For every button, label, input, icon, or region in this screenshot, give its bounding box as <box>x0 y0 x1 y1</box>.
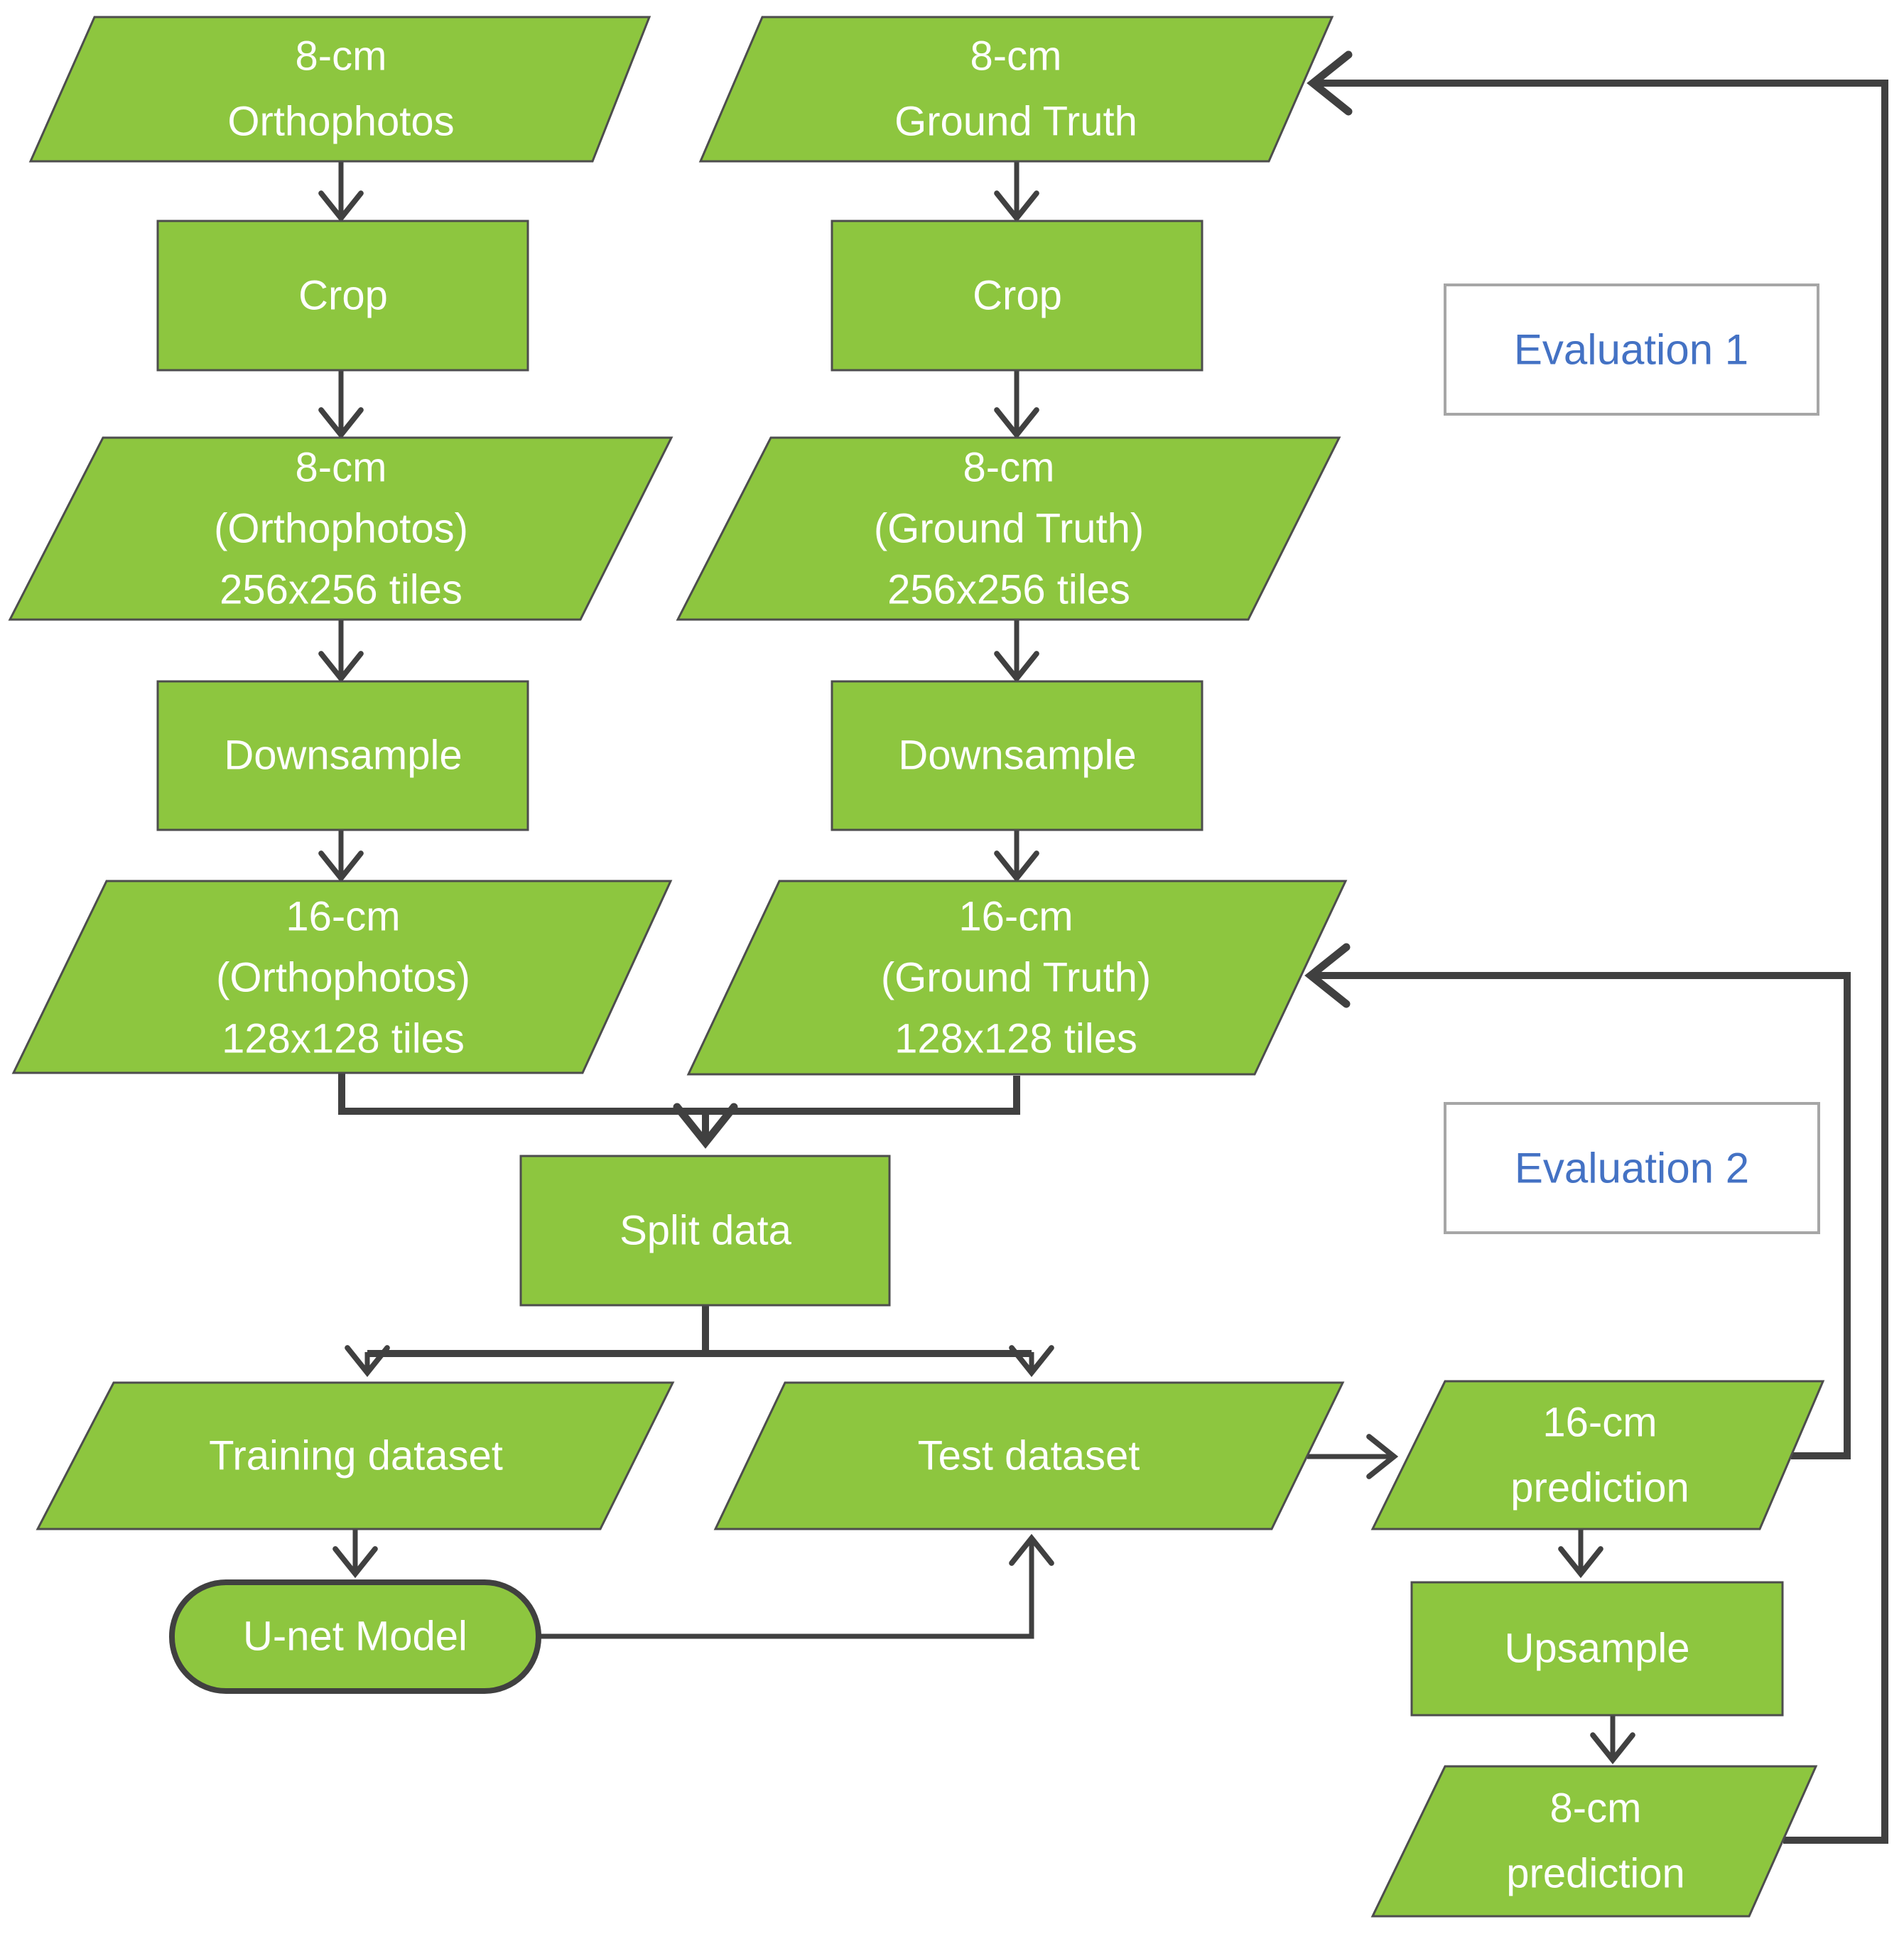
annotation-evaluation-1: Evaluation 1 <box>1444 283 1819 416</box>
node-label: Training dataset <box>209 1433 503 1479</box>
merge-line-tiles128 <box>338 1073 1020 1115</box>
feedback-prediction16-to-groundtruth16 <box>1304 943 1851 1459</box>
process-shape <box>831 220 1203 372</box>
connectors <box>318 50 1888 1844</box>
evaluation-2-label: Evaluation 2 <box>1515 1145 1749 1192</box>
node-label: 8-cm <box>1550 1786 1642 1832</box>
feedback-prediction8-to-groundtruth8 <box>1307 50 1888 1844</box>
process-shape <box>1410 1581 1784 1717</box>
process-shape <box>156 680 529 831</box>
node-test-dataset: Test dataset <box>713 1381 1345 1530</box>
node-label: (Orthophotos) <box>216 955 470 1001</box>
process-shape <box>156 220 529 372</box>
node-16cm-prediction: 16-cm prediction <box>1370 1380 1825 1530</box>
node-8cm-prediction: 8-cm prediction <box>1370 1765 1818 1918</box>
node-label: prediction <box>1506 1851 1684 1897</box>
node-label: U-net Model <box>243 1614 467 1660</box>
node-label: 8-cm <box>296 33 387 80</box>
node-upsample: Upsample <box>1410 1581 1784 1717</box>
node-label: Downsample <box>224 733 462 779</box>
annotation-evaluation-2: Evaluation 2 <box>1444 1102 1820 1234</box>
node-split-data: Split data <box>519 1155 891 1307</box>
parallelogram-shape <box>11 880 673 1074</box>
parallelogram-shape <box>713 1381 1345 1530</box>
node-label: prediction <box>1510 1465 1689 1511</box>
evaluation-1-label: Evaluation 1 <box>1514 326 1748 374</box>
node-label: 16-cm <box>286 894 400 940</box>
parallelogram-shape <box>28 16 651 163</box>
process-shape <box>831 680 1203 831</box>
node-label: 8-cm <box>296 445 387 491</box>
node-label: 16-cm <box>1542 1400 1657 1446</box>
node-label: Ground Truth <box>894 99 1137 145</box>
node-8cm-orthophotos: 8-cm Orthophotos <box>28 16 651 163</box>
node-label: 128x128 tiles <box>894 1016 1137 1062</box>
process-shape <box>519 1155 891 1307</box>
node-label: 8-cm <box>963 445 1055 491</box>
node-downsample-right: Downsample <box>831 680 1203 831</box>
arrow-unet-to-test <box>539 1533 1054 1639</box>
node-16cm-orthophotos-128-tiles: 16-cm (Orthophotos) 128x128 tiles <box>11 880 673 1074</box>
node-8cm-orthophotos-256-tiles: 8-cm (Orthophotos) 256x256 tiles <box>8 436 674 621</box>
node-label: Split data <box>620 1208 792 1254</box>
node-downsample-left: Downsample <box>156 680 529 831</box>
parallelogram-shape <box>8 436 674 621</box>
node-crop-left: Crop <box>156 220 529 372</box>
node-label: 128x128 tiles <box>222 1016 465 1062</box>
node-label: (Ground Truth) <box>881 955 1151 1001</box>
node-8cm-ground-truth: 8-cm Ground Truth <box>698 16 1334 163</box>
evaluation-2-box <box>1444 1102 1820 1234</box>
node-label: Crop <box>298 273 388 319</box>
parallelogram-shape <box>698 16 1334 163</box>
node-label: Upsample <box>1504 1626 1689 1672</box>
node-training-dataset: Training dataset <box>36 1381 675 1530</box>
node-unet-model: U-net Model <box>169 1579 541 1694</box>
evaluation-1-box <box>1444 283 1819 416</box>
node-label: Crop <box>973 273 1062 319</box>
parallelogram-shape <box>686 880 1348 1076</box>
node-label: 256x256 tiles <box>887 567 1130 613</box>
node-label: (Orthophotos) <box>214 506 468 552</box>
node-label: (Ground Truth) <box>874 506 1144 552</box>
parallelogram-shape <box>36 1381 675 1530</box>
node-label: 16-cm <box>958 894 1073 940</box>
node-crop-right: Crop <box>831 220 1203 372</box>
parallelogram-shape <box>676 436 1341 621</box>
node-label: Orthophotos <box>227 99 454 145</box>
node-16cm-ground-truth-128-tiles: 16-cm (Ground Truth) 128x128 tiles <box>686 880 1348 1076</box>
terminator-shape <box>169 1579 541 1694</box>
node-label: 256x256 tiles <box>220 567 463 613</box>
node-label: 8-cm <box>970 33 1062 80</box>
node-label: Test dataset <box>918 1433 1140 1479</box>
parallelogram-shape <box>1370 1765 1818 1918</box>
node-8cm-ground-truth-256-tiles: 8-cm (Ground Truth) 256x256 tiles <box>676 436 1341 621</box>
parallelogram-shape <box>1370 1380 1825 1530</box>
node-label: Downsample <box>898 733 1136 779</box>
